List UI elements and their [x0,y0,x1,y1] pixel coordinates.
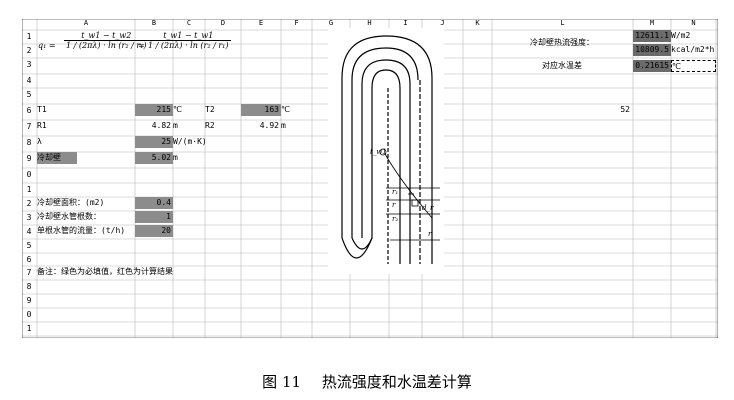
r1-value[interactable]: 4.82 [151,121,171,130]
wall-unit: m [173,153,178,162]
water-temp-label: 对应水温差 [542,61,582,70]
column-header-e[interactable]: E [258,19,264,27]
stray-value[interactable]: 52 [620,105,630,114]
figure-title: 热流强度和水温差计算 [321,373,472,391]
diagram-label-r: r [392,201,396,209]
row-header[interactable]: 7 [26,122,32,131]
heat-flux-label: 冷却壁热流强度： [530,38,594,47]
figure-caption: 图 11 热流强度和水温差计算 [0,371,734,392]
diagram-label-r-bottom: r [428,230,432,238]
diagram-label-r2: r₂ [392,215,398,223]
column-header-l[interactable]: L [560,19,565,27]
row-header[interactable]: 5 [26,90,32,99]
row-header[interactable]: 6 [26,255,32,264]
water-temp-value[interactable]: 0.21615 [633,60,671,72]
t2-unit: ℃ [281,105,290,114]
row-header[interactable]: 3 [26,60,32,69]
t1-unit: ℃ [173,105,182,114]
column-header-h[interactable]: H [367,19,372,27]
water-temp-unit: ℃ [671,60,716,72]
heat-flux-unit-2: kcal/m2*h [671,45,715,54]
column-header-g[interactable]: G [328,19,334,27]
lambda-value[interactable]: 25 [135,136,173,148]
column-header-f[interactable]: F [294,19,299,27]
column-header-b[interactable]: B [151,19,157,27]
row-header[interactable]: 8 [26,138,32,147]
formula-fraction-1: t_w1 − t_w2 1 / (2πλ) · ln (r₂ / r₁) [64,31,149,50]
pipes-label[interactable]: 冷却壁水管根数： [37,212,101,221]
spreadsheet: A B C D E F G H I J K L M N 1 2 3 4 5 6 7 8 9 0 1 2 3 4 5 6 7 8 9 0 1 q₁ … [22,19,718,338]
r1-unit: m [173,121,178,130]
formula-fraction-2: t_w1 − t_w1 1 / (2πλ) · ln (r₂ / r₁) [146,31,231,50]
cooling-wall-diagram: t_w1 r₁ r d_r r₂ r [328,28,444,274]
row-header[interactable]: 2 [26,199,32,208]
column-header-m[interactable]: M [649,19,655,27]
diagram-label-tw1: t_w1 [370,148,387,156]
row-header[interactable]: 2 [26,46,32,55]
row-header[interactable]: 1 [26,185,32,194]
flow-label[interactable]: 单根水管的流量：(t/h) [37,226,126,235]
r2-label[interactable]: R2 [205,121,215,130]
row-header[interactable]: 0 [26,170,32,179]
row-header[interactable]: 6 [26,106,32,115]
heat-flux-formula: q₁ = t_w1 − t_w2 1 / (2πλ) · ln (r₂ / r₁… [38,30,238,82]
row-header[interactable]: 5 [26,241,32,250]
diagram-label-r1: r₁ [392,188,398,196]
r1-label[interactable]: R1 [37,121,47,130]
formula-lhs: q₁ = [38,41,56,50]
formula-numerator-1: t_w1 − t_w2 [64,31,149,41]
row-header[interactable]: 3 [26,213,32,222]
flow-value[interactable]: 20 [135,225,173,237]
row-header[interactable]: 7 [26,268,32,277]
row-header[interactable]: 9 [26,296,32,305]
heat-flux-value-1[interactable]: 12611.1 [633,30,671,42]
column-header-i[interactable]: I [403,19,408,27]
wall-label[interactable]: 冷却壁 [37,152,77,164]
formula-denominator-1: 1 / (2πλ) · ln (r₂ / r₁) [66,41,147,50]
heat-flux-unit-1: W/m2 [671,31,691,40]
note-text: 备注：绿色为必填值，红色为计算结果 [37,267,173,276]
row-header[interactable]: 4 [26,76,32,85]
wall-value[interactable]: 5.02 [135,152,173,164]
column-header-a[interactable]: A [83,19,89,27]
t2-label[interactable]: T2 [205,105,215,114]
pipes-value[interactable]: 1 [135,211,173,223]
column-header-c[interactable]: C [186,19,192,27]
column-header-j[interactable]: J [440,19,445,27]
column-header-d[interactable]: D [220,19,226,27]
diagram-label-dr: d_r [422,204,434,212]
row-header[interactable]: 8 [26,282,32,291]
r2-unit: m [281,121,286,130]
row-header[interactable]: 0 [26,310,32,319]
lambda-unit: W/(m·K) [173,137,207,146]
area-label[interactable]: 冷却壁面积：(m2) [37,198,105,207]
heat-flux-value-2[interactable]: 10809.5 [633,44,671,56]
column-header-n[interactable]: N [691,19,696,27]
r2-value[interactable]: 4.92 [259,121,279,130]
row-header[interactable]: 4 [26,227,32,236]
t1-value[interactable]: 215 [135,104,173,116]
formula-equals: = [138,41,145,50]
formula-numerator-2: t_w1 − t_w1 [146,31,231,41]
figure-number: 图 11 [262,373,302,391]
t2-value[interactable]: 163 [241,104,281,116]
row-header[interactable]: 9 [26,154,32,163]
row-header[interactable]: 1 [26,324,32,333]
column-header-k[interactable]: K [475,19,480,27]
row-header[interactable]: 1 [26,32,32,41]
t1-label[interactable]: T1 [37,105,47,114]
formula-denominator-2: 1 / (2πλ) · ln (r₂ / r₁) [148,41,229,50]
lambda-label[interactable]: λ [37,137,42,146]
area-value[interactable]: 0.4 [135,197,173,209]
